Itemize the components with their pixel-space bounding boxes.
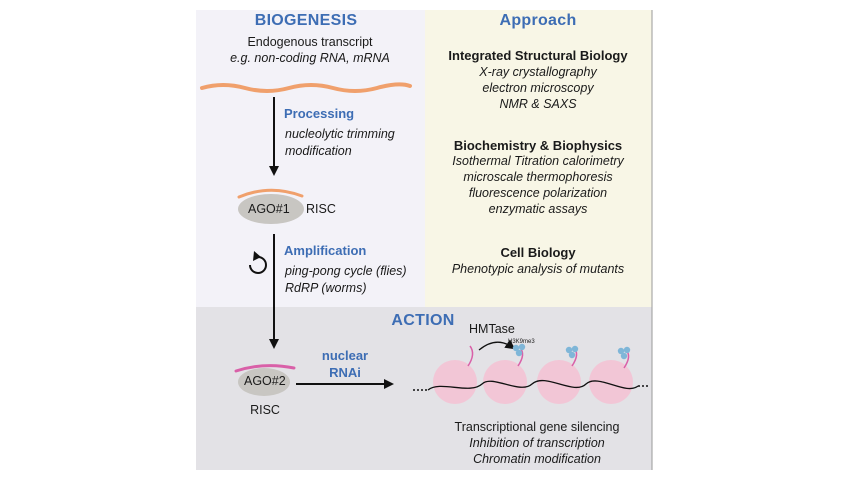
ago2-label: AGO#2 xyxy=(244,374,286,388)
approach-title: Approach xyxy=(499,12,577,29)
hmtase-label: HMTase xyxy=(469,322,515,336)
approach-item: microscale thermophoresis xyxy=(463,170,613,184)
nucleosome-3 xyxy=(537,360,581,404)
rnai-label: RNAi xyxy=(329,365,361,380)
approach-item: X-ray crystallography xyxy=(479,65,597,79)
hmtase-arrow xyxy=(478,339,516,351)
ago1-label: AGO#1 xyxy=(248,202,290,216)
approach-item: enzymatic assays xyxy=(488,202,588,216)
processing-detail-1: nucleolytic trimming xyxy=(285,127,395,141)
nucleosome-2 xyxy=(483,360,527,404)
ago1-guide-rna xyxy=(237,188,304,199)
amplification-detail-2: RdRP (worms) xyxy=(285,281,367,295)
approach-panel xyxy=(425,10,652,307)
biogenesis-title: BIOGENESIS xyxy=(254,12,358,29)
transcript-rna xyxy=(200,82,412,93)
amplification-detail-1: ping-pong cycle (flies) xyxy=(285,264,407,278)
transcript-label-line2: e.g. non-coding RNA, mRNA xyxy=(230,51,390,65)
approach-heading-biochemistry: Biochemistry & Biophysics xyxy=(453,138,623,153)
outcome-line-1: Transcriptional gene silencing xyxy=(454,420,620,434)
cycle-icon-head xyxy=(253,251,261,261)
approach-item: NMR & SAXS xyxy=(499,97,577,111)
transcript-label-line1: Endogenous transcript xyxy=(247,35,373,49)
action-title: ACTION xyxy=(391,312,455,329)
approach-item: Isothermal Titration calorimetry xyxy=(452,154,624,168)
ago1-protein xyxy=(238,194,304,224)
approach-item: Phenotypic analysis of mutants xyxy=(451,262,625,276)
ago2-guide-rna xyxy=(234,364,296,373)
dna-wrap xyxy=(427,379,639,391)
methyl-mark-1 xyxy=(512,343,526,357)
nucleosome-4 xyxy=(589,360,633,404)
approach-heading-cell-biology: Cell Biology xyxy=(500,245,576,260)
risc1-label: RISC xyxy=(306,202,336,216)
nuclear-label: nuclear xyxy=(321,348,369,363)
approach-item: electron microscopy xyxy=(482,81,594,95)
methyl-mark-2 xyxy=(565,345,579,359)
biogenesis-panel xyxy=(196,10,425,307)
approach-item: fluorescence polarization xyxy=(468,186,608,200)
nascent-rna-1 xyxy=(467,345,474,367)
outcome-line-3: Chromatin modification xyxy=(473,452,601,466)
amplification-label: Amplification xyxy=(284,243,367,258)
cycle-icon xyxy=(249,256,267,274)
methyl-mark-3 xyxy=(617,346,631,360)
chromatin xyxy=(413,345,650,404)
h3k9me3-label: H3K9me3 xyxy=(508,339,535,345)
outcome-line-2: Inhibition of transcription xyxy=(469,436,605,450)
processing-label: Processing xyxy=(284,106,355,121)
approach-heading-structural: Integrated Structural Biology xyxy=(448,48,628,63)
risc2-label: RISC xyxy=(250,403,280,417)
ago2-protein xyxy=(238,368,290,396)
processing-detail-2: modification xyxy=(285,144,352,158)
nucleosome-1 xyxy=(433,360,477,404)
